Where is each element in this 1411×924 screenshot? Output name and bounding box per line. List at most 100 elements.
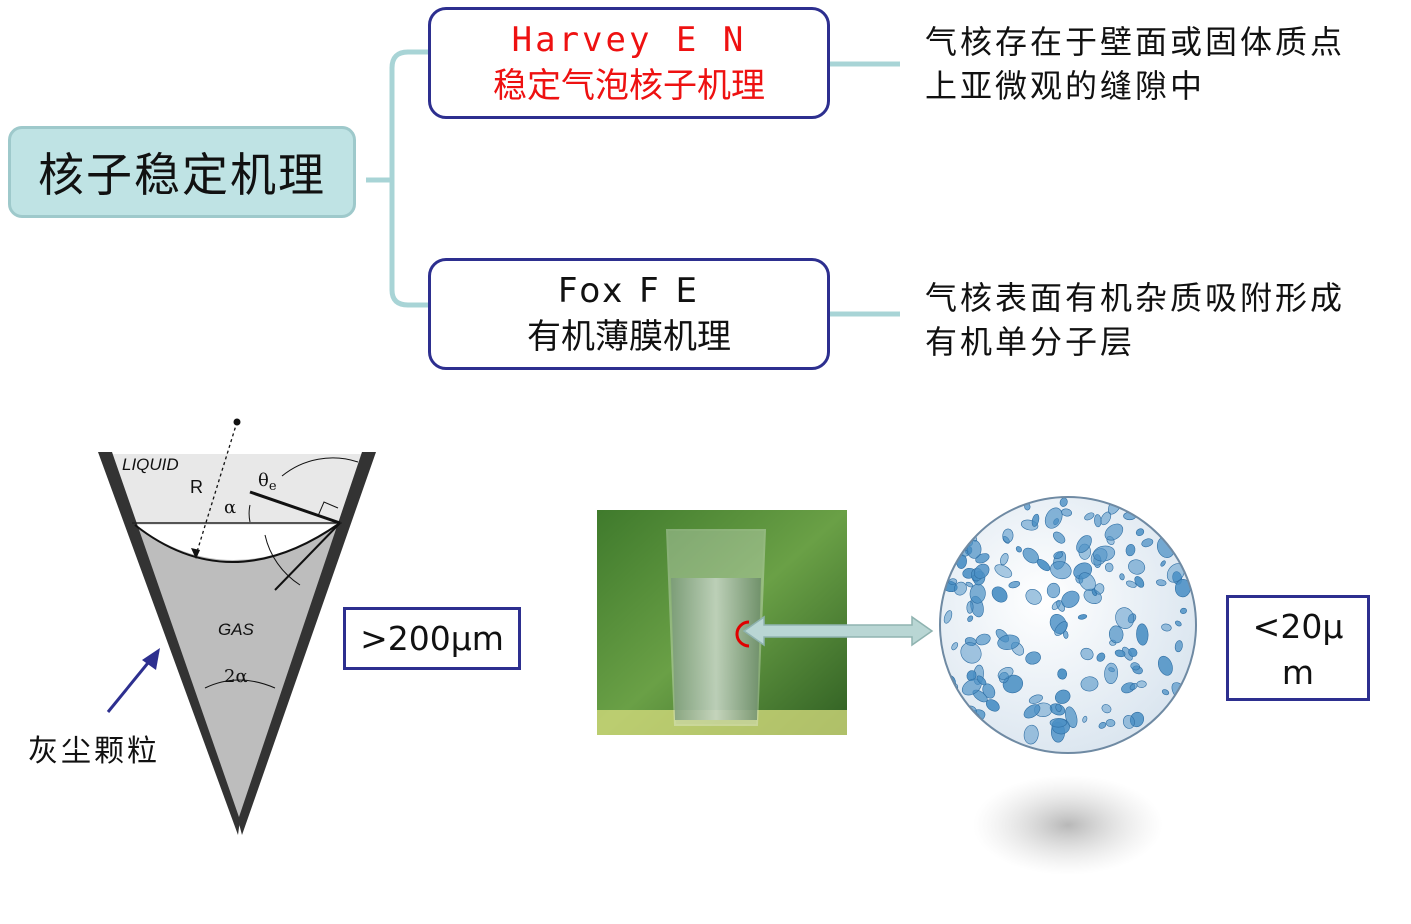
bubble: [1054, 621, 1068, 636]
bubble: [1082, 715, 1088, 723]
size-large: >200μm: [360, 619, 504, 658]
bubble: [1129, 682, 1138, 691]
bubble: [1036, 558, 1051, 572]
bubble: [978, 497, 998, 510]
bubble: [1025, 589, 1042, 605]
bubble: [1031, 513, 1040, 527]
bubble: [1057, 668, 1068, 680]
bubble: [1165, 726, 1173, 734]
bubble: [1176, 709, 1185, 720]
bubble: [997, 667, 1014, 680]
bubble: [971, 497, 989, 513]
bubble: [1160, 560, 1166, 567]
bubble: [975, 633, 991, 646]
bubble: [1130, 662, 1141, 671]
bubble: [966, 539, 982, 559]
cone-angle-label: 2α: [224, 666, 248, 687]
bubble: [1096, 652, 1106, 662]
alpha-label: α: [224, 497, 236, 518]
bubble: [961, 523, 971, 530]
dust-label: 灰尘颗粒: [28, 734, 160, 769]
water-glass-image: [597, 510, 847, 735]
bubble: [1015, 546, 1022, 553]
theory-box-harvey: Harvey E N 稳定气泡核子机理: [428, 7, 830, 119]
bubble: [1129, 711, 1145, 728]
description-line: 气核表面有机杂质吸附形成: [925, 279, 1346, 317]
bubble: [1161, 623, 1172, 632]
bubble: [991, 586, 1008, 603]
bubble: [966, 601, 974, 614]
main-title-box: 核子稳定机理: [8, 126, 356, 218]
bubble: [974, 563, 990, 579]
bubble: [1055, 703, 1062, 712]
theory-name: 稳定气泡核子机理: [493, 66, 765, 106]
bubble: [1119, 573, 1125, 581]
bubble: [1128, 559, 1146, 575]
bubble: [1174, 640, 1183, 653]
bubble: [1092, 545, 1116, 562]
bubble: [1125, 544, 1136, 557]
bubble: [962, 717, 972, 728]
bubble: [1114, 649, 1126, 658]
bubble: [997, 634, 1020, 651]
bubble: [1135, 528, 1145, 537]
bubble: [960, 498, 975, 512]
dust-arrow: [106, 648, 160, 713]
gas-label: GAS: [218, 620, 255, 639]
contact-angle-label: θe: [258, 470, 277, 494]
bubble: [1175, 510, 1188, 530]
bubble: [976, 675, 987, 686]
bubble: [946, 538, 959, 549]
bubble: [949, 545, 960, 557]
liquid-label: LIQUID: [122, 455, 179, 474]
bubble: [1080, 676, 1099, 692]
bubble: [1104, 562, 1114, 573]
bubble: [1128, 647, 1138, 657]
bubble: [953, 581, 967, 596]
bubble: [960, 642, 982, 664]
description-line: 上亚微观的缝隙中: [925, 67, 1206, 105]
theory-name: 有机薄膜机理: [527, 317, 731, 357]
theory-box-fox: Fox F E 有机薄膜机理: [428, 258, 830, 370]
bubble: [1008, 580, 1021, 589]
bubble: [951, 642, 959, 651]
bubble: [985, 699, 1000, 712]
bubble: [1023, 724, 1039, 745]
bubble: [1053, 551, 1064, 559]
main-title: 核子稳定机理: [38, 148, 326, 202]
description-line: 气核存在于壁面或固体质点: [925, 23, 1346, 61]
bubble: [1076, 535, 1092, 553]
bubble: [1002, 528, 1014, 543]
bubble: [1052, 531, 1066, 544]
bubble: [1105, 719, 1116, 727]
bubble: [1104, 662, 1119, 684]
bubble: [1125, 580, 1137, 588]
theory-author: Fox F E: [558, 271, 700, 311]
bubble: [1159, 518, 1169, 532]
magnify-arrow: [742, 615, 934, 647]
bubble: [1141, 538, 1154, 548]
bubble: [1084, 512, 1095, 521]
description-line: 有机单分子层: [925, 323, 1136, 361]
bubble: [1154, 721, 1167, 734]
bubble: [1000, 553, 1009, 566]
bubble: [994, 564, 1013, 578]
bubble: [1078, 572, 1096, 591]
bubble: [1064, 706, 1078, 728]
bubble: [1161, 689, 1170, 696]
bubble: [1050, 561, 1072, 580]
bubble: [1061, 590, 1080, 608]
bubble: [965, 581, 974, 588]
size-large-box: >200μm: [343, 607, 521, 670]
bubble: [1054, 689, 1071, 704]
bubble: [1155, 579, 1167, 587]
bubbles-image: [939, 496, 1197, 875]
bubble: [963, 509, 984, 522]
bubble: [1023, 704, 1041, 719]
radius-label: R: [190, 477, 203, 497]
bubble: [943, 610, 953, 624]
theory-author: Harvey E N: [511, 20, 747, 60]
crevice-diagram: LIQUID R α θe GAS 2α: [98, 418, 376, 835]
bubble: [1104, 523, 1124, 541]
size-small-line2: m: [1281, 653, 1315, 692]
